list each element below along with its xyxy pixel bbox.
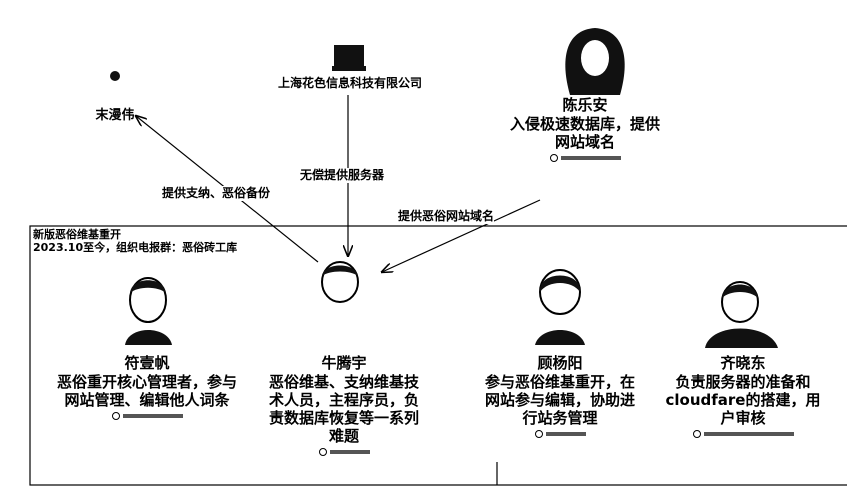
qi-desc: 负责服务器的准备和cloudfare的搭建，用户审核: [665, 373, 821, 427]
niu-desc: 恶俗维基、支纳维基技术人员，主程序员，负责数据库恢复等一系列难题: [268, 373, 419, 445]
qi-name: 齐晓东: [720, 354, 766, 372]
source-note: [262, 447, 426, 457]
source-note: [52, 411, 242, 421]
fu-name: 符壹帆: [124, 354, 170, 372]
niu-node: 牛腾宇 恶俗维基、支纳维基技术人员，主程序员，负责数据库恢复等一系列难题: [262, 354, 426, 457]
gu-desc: 参与恶俗维基重开，在网站参与编辑，协助进行站务管理: [484, 373, 635, 427]
edge-label-company-niu: 无偿提供服务器: [300, 168, 385, 183]
fu-avatar: [125, 277, 172, 345]
fu-node: 符壹帆 恶俗重开核心管理者，参与网站管理、编辑他人词条: [52, 354, 242, 421]
group-title: 新版恶俗维基重开: [33, 228, 121, 241]
gu-name: 顾杨阳: [537, 354, 583, 372]
niu-avatar: [321, 261, 359, 303]
qi-node: 齐晓东 负责服务器的准备和cloudfare的搭建，用户审核: [660, 354, 826, 439]
source-note: [505, 153, 665, 163]
chen-name: 陈乐安: [562, 96, 608, 114]
company-name: 上海花色信息科技有限公司: [277, 76, 422, 90]
qi-avatar: [705, 281, 778, 348]
chen-desc: 入侵极速数据库，提供网站域名: [509, 115, 660, 151]
group-header: 新版恶俗维基重开 2023.10至今，组织电报群：恶俗砖工库: [33, 228, 238, 254]
fu-desc: 恶俗重开核心管理者，参与网站管理、编辑他人词条: [56, 373, 237, 409]
mo-avatar: [110, 71, 120, 81]
gu-avatar: [535, 269, 585, 345]
company-icon: [332, 45, 366, 71]
chen-node: 陈乐安 入侵极速数据库，提供网站域名: [505, 96, 665, 163]
mo-name: 末漫伟: [95, 108, 135, 123]
edge-label-niu-mo: 提供支纳、恶俗备份: [162, 186, 271, 201]
niu-name: 牛腾宇: [321, 354, 367, 372]
group-box: [29, 225, 847, 486]
group-subtitle: 2023.10至今，组织电报群：恶俗砖工库: [33, 241, 238, 254]
chen-avatar: [565, 28, 625, 95]
edge-label-chen-niu: 提供恶俗网站域名: [398, 209, 495, 224]
source-note: [484, 429, 636, 439]
edge-chen-niu: [382, 199, 541, 272]
source-note: [660, 429, 826, 439]
gu-node: 顾杨阳 参与恶俗维基重开，在网站参与编辑，协助进行站务管理: [484, 354, 636, 439]
